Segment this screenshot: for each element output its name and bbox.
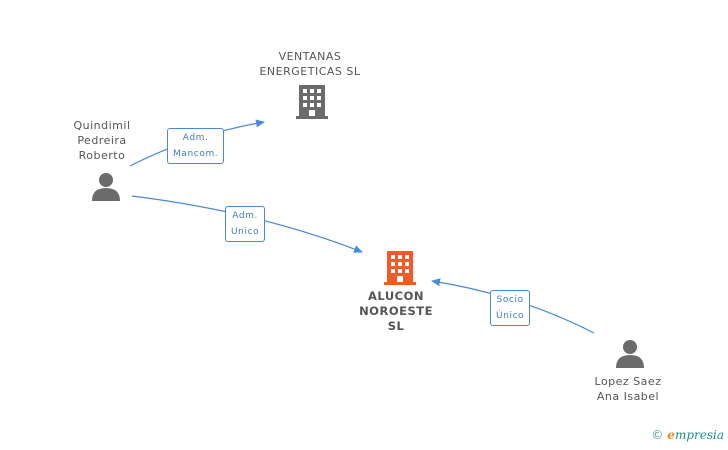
building-icon[interactable] [296,85,328,119]
brand-logo: empresia [667,428,724,442]
company-label-alucon[interactable]: ALUCON NOROESTE SL [359,289,433,333]
footer-brand: © empresia [651,428,724,442]
building-icon[interactable] [384,251,416,285]
person-label-quindimil[interactable]: Quindimil Pedreira Roberto [73,119,131,162]
copyright-icon: © [651,428,664,442]
edge-label-adm-mancom: Adm. Mancom. [167,128,225,164]
edge-label-adm-unico: Adm. Unico [225,206,266,242]
edge-label-socio-unico: Socio Único [490,290,531,326]
person-icon[interactable] [92,173,120,201]
person-icon[interactable] [616,340,644,368]
company-label-ventanas[interactable]: VENTANAS ENERGETICAS SL [259,50,361,78]
person-label-lopez[interactable]: Lopez Saez Ana Isabel [594,375,662,403]
